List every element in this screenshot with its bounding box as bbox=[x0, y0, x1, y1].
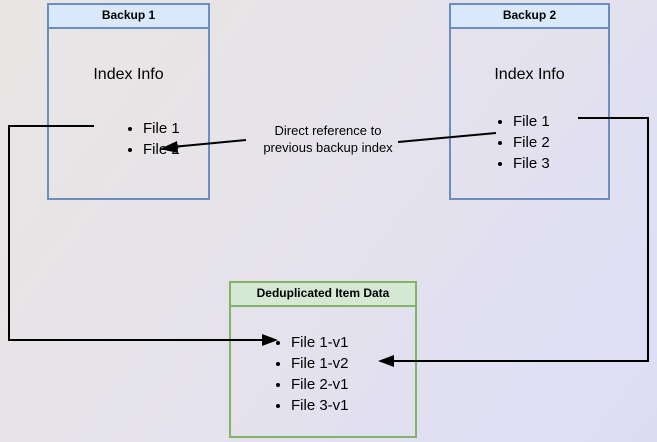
list-item: File 2 bbox=[513, 132, 550, 153]
node-deduplicated-item-data[interactable]: Deduplicated Item Data File 1-v1 File 1-… bbox=[229, 281, 417, 438]
list-item: File 2 bbox=[143, 139, 180, 160]
node-backup-2-body: Index Info File 1 File 2 File 3 bbox=[451, 29, 608, 198]
list-item: File 3-v1 bbox=[291, 395, 349, 416]
backup-2-index-info-label: Index Info bbox=[494, 66, 565, 83]
backup-1-index-info-label: Index Info bbox=[93, 66, 164, 83]
backup-2-file-list: File 1 File 2 File 3 bbox=[497, 111, 550, 174]
node-backup-1-body: Index Info File 1 File 2 bbox=[49, 29, 208, 198]
node-dedup-body: File 1-v1 File 1-v2 File 2-v1 File 3-v1 bbox=[231, 307, 415, 436]
backup-1-file-list: File 1 File 2 bbox=[127, 118, 180, 160]
list-item: File 1-v1 bbox=[291, 332, 349, 353]
node-backup-1-header: Backup 1 bbox=[49, 5, 208, 29]
node-backup-2-header: Backup 2 bbox=[451, 5, 608, 29]
list-item: File 3 bbox=[513, 153, 550, 174]
list-item: File 1-v2 bbox=[291, 353, 349, 374]
node-backup-1[interactable]: Backup 1 Index Info File 1 File 2 bbox=[47, 3, 210, 200]
list-item: File 1 bbox=[513, 111, 550, 132]
node-backup-2[interactable]: Backup 2 Index Info File 1 File 2 File 3 bbox=[449, 3, 610, 200]
list-item: File 2-v1 bbox=[291, 374, 349, 395]
dedup-file-list: File 1-v1 File 1-v2 File 2-v1 File 3-v1 bbox=[275, 332, 349, 416]
edge-label-line-1: Direct reference to bbox=[274, 123, 382, 138]
edge-label-direct-reference: Direct reference to previous backup inde… bbox=[243, 122, 413, 156]
edge-label-line-2: previous backup index bbox=[263, 140, 393, 155]
node-dedup-header: Deduplicated Item Data bbox=[231, 283, 415, 307]
list-item: File 1 bbox=[143, 118, 180, 139]
